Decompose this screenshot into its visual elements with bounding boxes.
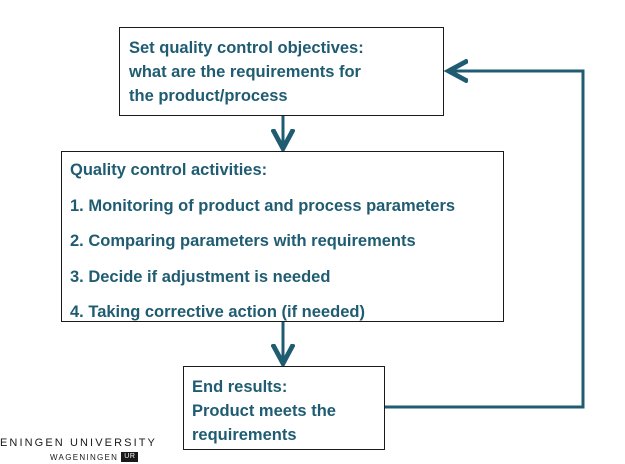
objectives-line: what are the requirements for	[129, 63, 361, 81]
wageningen-ur-logo: WAGENINGEN UR	[50, 452, 139, 462]
objectives-line: the product/process	[129, 87, 288, 105]
activities-heading: Quality control activities:	[70, 161, 268, 179]
activity-item: 4. Taking corrective action (if needed)	[70, 303, 365, 321]
feedback-loop-arrow	[385, 71, 585, 409]
results-line: requirements	[192, 426, 297, 444]
activity-item: 1. Monitoring of product and process par…	[70, 196, 456, 215]
activity-item: 2. Comparing parameters with requirement…	[70, 232, 416, 250]
objectives-box: Set quality control objectives: what are…	[119, 27, 444, 116]
university-logo-text: ENINGEN UNIVERSITY	[0, 437, 157, 449]
objectives-line: Set quality control objectives:	[129, 39, 364, 57]
activity-item: 3. Decide if adjustment is needed	[70, 267, 331, 286]
activities-box: Quality control activities: 1. Monitorin…	[61, 151, 504, 322]
results-line: Product meets the	[192, 402, 336, 420]
results-box: End results: Product meets the requireme…	[183, 366, 385, 450]
wageningen-logo-text: WAGENINGEN	[50, 452, 119, 462]
ur-badge: UR	[121, 452, 139, 462]
results-line: End results:	[192, 378, 288, 396]
